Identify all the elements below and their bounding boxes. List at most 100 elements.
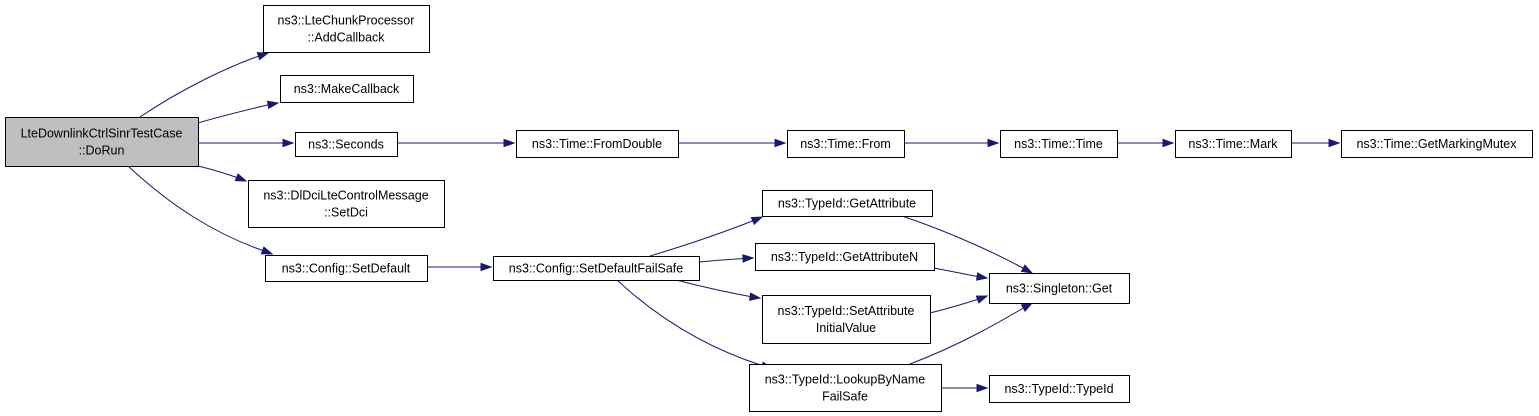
- arrowhead: [749, 292, 762, 301]
- arrowhead: [987, 138, 1000, 148]
- node-box: [762, 295, 931, 344]
- node-label: ns3::Singleton::Get: [1006, 282, 1113, 296]
- node-sdfs[interactable]: ns3::Config::SetDefaultFailSafe: [493, 256, 700, 281]
- node-root[interactable]: LteDownlinkCtrlSinrTestCase::DoRun: [5, 117, 199, 167]
- node-box: [516, 130, 679, 158]
- edge-lookup-to-typeid: [941, 383, 989, 393]
- arrowhead: [1162, 138, 1175, 148]
- node-getattrn[interactable]: ns3::TypeId::GetAttributeN: [755, 243, 935, 271]
- node-label: ns3::Config::SetDefault: [282, 262, 411, 276]
- arrowhead: [256, 52, 270, 61]
- arrowhead: [1020, 264, 1034, 274]
- edge-from-to-time: [904, 138, 1000, 148]
- node-label: ns3::TypeId::SetAttribute: [778, 304, 915, 318]
- edge-sdfs-to-setattr: [675, 279, 762, 301]
- edge-setattr-to-singleton: [929, 295, 989, 314]
- node-singleton[interactable]: ns3::Singleton::Get: [989, 273, 1130, 304]
- node-addcb[interactable]: ns3::LteChunkProcessor::AddCallback: [263, 5, 430, 53]
- node-box: [1341, 130, 1533, 158]
- edge-sdfs-to-getattr: [649, 216, 764, 257]
- node-box: [1000, 130, 1118, 158]
- node-box: [755, 243, 935, 271]
- node-label: InitialValue: [816, 321, 876, 335]
- node-label: ns3::Seconds: [308, 138, 384, 152]
- node-label: ::AddCallback: [307, 31, 385, 45]
- edge-getattrn-to-singleton: [933, 267, 989, 281]
- arrowhead: [976, 383, 989, 393]
- node-label: ns3::MakeCallback: [294, 82, 400, 96]
- arrowhead: [234, 173, 248, 182]
- node-box: [295, 132, 398, 157]
- arrowhead: [480, 262, 493, 272]
- arrowhead: [1020, 302, 1034, 312]
- arrowhead: [975, 272, 989, 281]
- node-makecb[interactable]: ns3::MakeCallback: [280, 75, 414, 103]
- call-nodes: LteDownlinkCtrlSinrTestCase::DoRun ns3::L…: [5, 5, 1533, 412]
- node-box: [265, 255, 428, 282]
- arrowhead: [774, 138, 787, 148]
- node-label: ns3::LteChunkProcessor: [278, 14, 415, 28]
- edge-mark-to-mutex: [1291, 138, 1341, 148]
- node-label: ns3::Time::FromDouble: [532, 137, 662, 151]
- node-box: [248, 180, 445, 228]
- node-box: [749, 364, 942, 412]
- node-label: ns3::TypeId::GetAttributeN: [771, 250, 918, 264]
- call-edges: [127, 52, 1341, 393]
- edge-root-to-makecb: [197, 100, 280, 124]
- edge-fromdouble-to-from: [678, 138, 787, 148]
- edge-time-to-mark: [1117, 138, 1175, 148]
- node-seconds[interactable]: ns3::Seconds: [295, 132, 398, 157]
- arrowhead: [750, 216, 764, 226]
- node-box: [1175, 130, 1292, 158]
- arrowhead: [266, 100, 280, 110]
- edge-root-to-setdefault: [127, 165, 274, 255]
- node-label: FailSafe: [822, 390, 868, 404]
- node-box: [493, 256, 700, 281]
- edge-root-to-dlsetdci: [197, 165, 248, 182]
- node-label: ns3::Time::Mark: [1188, 137, 1278, 151]
- node-label: ns3::Time::GetMarkingMutex: [1356, 137, 1517, 151]
- edge-setdefault-to-sdfs: [427, 262, 493, 272]
- node-box: [280, 75, 414, 103]
- node-box: [989, 375, 1130, 403]
- node-box: [5, 117, 199, 167]
- node-from[interactable]: ns3::Time::From: [787, 130, 905, 158]
- node-label: ns3::TypeId::GetAttribute: [778, 197, 916, 211]
- node-fromdouble[interactable]: ns3::Time::FromDouble: [516, 130, 679, 158]
- node-dlsetdci[interactable]: ns3::DlDciLteControlMessage::SetDci: [248, 180, 445, 228]
- node-typeid[interactable]: ns3::TypeId::TypeId: [989, 375, 1130, 403]
- edge-sdfs-to-getattrn: [698, 254, 755, 263]
- arrowhead: [742, 254, 755, 263]
- node-time[interactable]: ns3::Time::Time: [1000, 130, 1118, 158]
- edge-root-to-seconds: [198, 138, 295, 148]
- node-label: ns3::Time::From: [800, 137, 891, 151]
- node-label: ns3::TypeId::LookupByName: [765, 373, 926, 387]
- node-label: LteDownlinkCtrlSinrTestCase: [21, 127, 183, 141]
- node-box: [263, 5, 430, 53]
- node-label: ns3::Config::SetDefaultFailSafe: [509, 262, 683, 276]
- node-setdefault[interactable]: ns3::Config::SetDefault: [265, 255, 428, 282]
- node-label: ::DoRun: [79, 144, 125, 158]
- arrowhead: [1328, 138, 1341, 148]
- edge-getattr-to-singleton: [901, 215, 1034, 274]
- node-box: [762, 190, 933, 217]
- node-getattr[interactable]: ns3::TypeId::GetAttribute: [762, 190, 933, 217]
- edge-root-to-addcb: [139, 52, 270, 118]
- node-box: [787, 130, 905, 158]
- node-label: ns3::Time::Time: [1014, 137, 1103, 151]
- node-mark[interactable]: ns3::Time::Mark: [1175, 130, 1292, 158]
- node-label: ns3::DlDciLteControlMessage: [263, 189, 428, 203]
- arrowhead: [282, 138, 295, 148]
- arrowhead: [503, 138, 516, 148]
- arrowhead: [260, 246, 274, 255]
- node-box: [989, 273, 1130, 304]
- edge-sdfs-to-lookup: [616, 279, 774, 370]
- edge-seconds-to-fromdouble: [397, 138, 516, 148]
- arrowhead: [975, 295, 989, 304]
- node-mutex[interactable]: ns3::Time::GetMarkingMutex: [1341, 130, 1533, 158]
- node-label: ::SetDci: [324, 206, 368, 220]
- node-label: ns3::TypeId::TypeId: [1004, 382, 1113, 396]
